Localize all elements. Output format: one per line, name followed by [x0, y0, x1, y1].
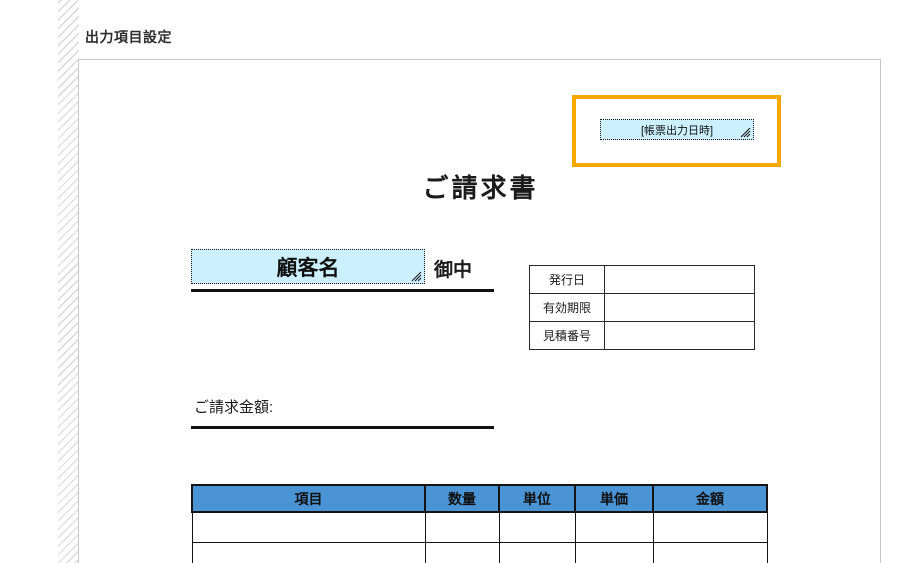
meta-label-expiry: 有効期限 — [529, 293, 605, 322]
customer-name-underline — [191, 289, 494, 292]
meta-value-quote-number[interactable] — [604, 321, 755, 350]
table-row: 有効期限 — [529, 293, 755, 322]
line-items-table: 項目 数量 単位 単価 金額 — [191, 484, 768, 563]
cell-unit-price[interactable] — [574, 542, 654, 563]
cell-unit-price[interactable] — [574, 511, 654, 543]
cell-quantity[interactable] — [424, 542, 500, 563]
table-header-row: 項目 数量 単位 単価 金額 — [191, 484, 768, 513]
column-header-item: 項目 — [191, 484, 426, 513]
page-title: 出力項目設定 — [85, 29, 172, 45]
hatched-margin-strip — [58, 0, 79, 563]
billing-amount-label: ご請求金額: — [194, 399, 274, 416]
table-row — [191, 511, 768, 543]
table-row — [191, 542, 768, 563]
field-chip-customer-name-label: 顧客名 — [276, 256, 340, 280]
meta-label-quote-number: 見積番号 — [529, 321, 605, 350]
cell-item[interactable] — [191, 511, 426, 543]
meta-label-issue-date: 発行日 — [529, 265, 605, 294]
cell-amount[interactable] — [652, 511, 768, 543]
billing-amount-underline — [191, 426, 494, 429]
field-chip-report-datetime[interactable]: [帳票出力日時] — [600, 119, 754, 140]
field-chip-customer-name[interactable]: 顧客名 — [191, 249, 425, 284]
document-canvas: [帳票出力日時] ご請求書 顧客名 御中 — [78, 59, 881, 563]
field-chip-report-datetime-label: [帳票出力日時] — [640, 124, 714, 137]
table-row: 発行日 — [529, 265, 755, 294]
cell-quantity[interactable] — [424, 511, 500, 543]
cell-unit[interactable] — [498, 511, 576, 543]
table-row: 見積番号 — [529, 321, 755, 350]
document-meta-table: 発行日 有効期限 見積番号 — [529, 265, 755, 350]
meta-value-expiry[interactable] — [604, 293, 755, 322]
cell-unit[interactable] — [498, 542, 576, 563]
column-header-amount: 金額 — [652, 484, 768, 513]
document-title: ご請求書 — [422, 173, 539, 203]
cell-amount[interactable] — [652, 542, 768, 563]
column-header-quantity: 数量 — [424, 484, 500, 513]
cell-item[interactable] — [191, 542, 426, 563]
column-header-unit: 単位 — [498, 484, 576, 513]
resize-grip-icon[interactable] — [740, 127, 751, 138]
column-header-unit-price: 単価 — [574, 484, 654, 513]
meta-value-issue-date[interactable] — [604, 265, 755, 294]
resize-grip-icon[interactable] — [411, 271, 422, 282]
customer-honorific: 御中 — [434, 260, 473, 281]
